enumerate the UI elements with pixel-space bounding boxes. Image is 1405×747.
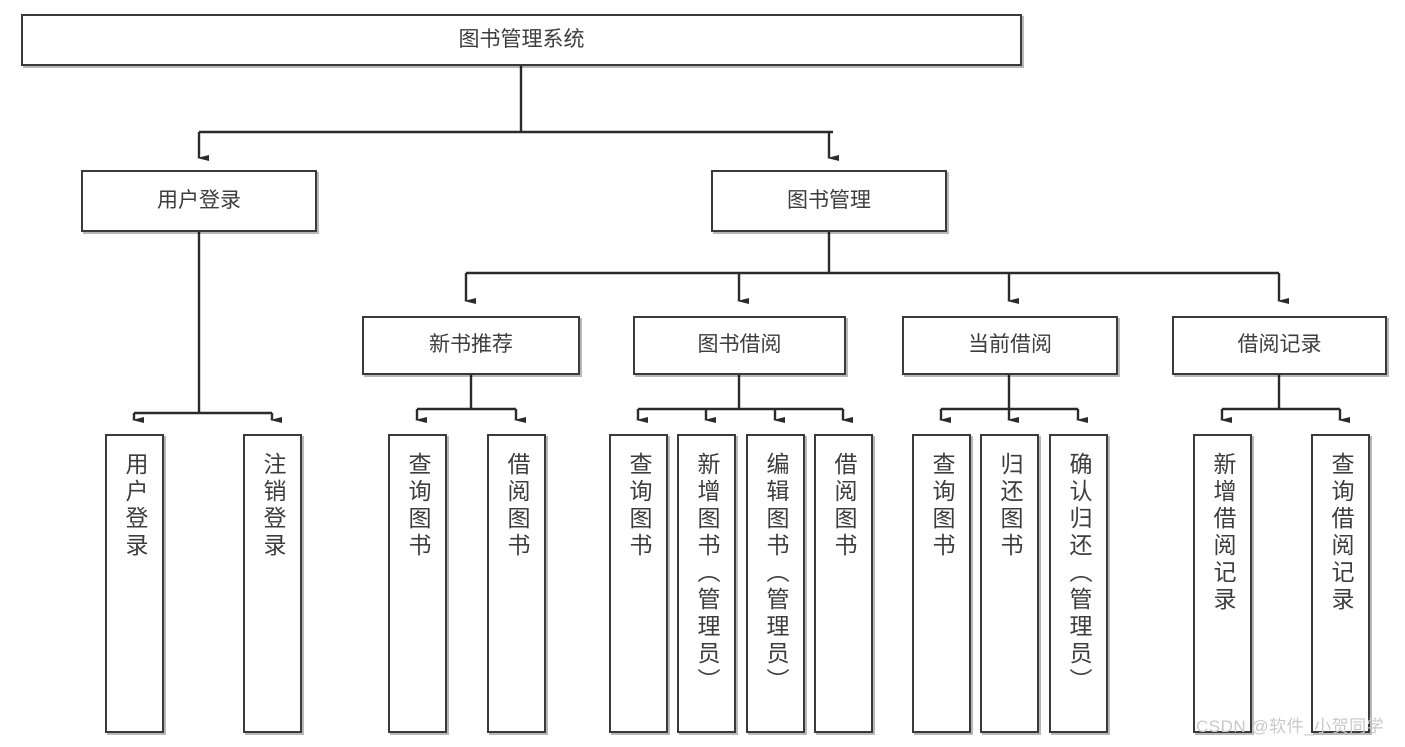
leaf-query-book-2[interactable]: 查询图书 xyxy=(609,434,668,733)
node-current-borrow[interactable]: 当前借阅 xyxy=(902,316,1118,375)
leaf-confirm-return[interactable]: 确认归还（管理员） xyxy=(1049,434,1108,733)
leaf-borrow-book-2[interactable]: 借阅图书 xyxy=(814,434,873,733)
node-root-label: 图书管理系统 xyxy=(458,27,585,51)
leaf-user-login[interactable]: 用户登录 xyxy=(105,434,164,733)
leaf-query-book-2-label: 查询图书 xyxy=(626,452,652,560)
node-new-book-recommend-label: 新书推荐 xyxy=(429,333,513,357)
leaf-borrow-book-2-label: 借阅图书 xyxy=(831,452,857,560)
watermark: CSDN @软件_小贺同学 xyxy=(1196,717,1385,736)
node-book-borrow[interactable]: 图书借阅 xyxy=(633,316,846,375)
leaf-edit-book[interactable]: 编辑图书（管理员） xyxy=(746,434,805,733)
node-book-manage[interactable]: 图书管理 xyxy=(711,170,947,232)
leaf-logout[interactable]: 注销登录 xyxy=(243,434,302,733)
node-borrow-record-label: 借阅记录 xyxy=(1237,333,1322,357)
node-current-borrow-label: 当前借阅 xyxy=(968,333,1052,357)
leaf-query-record[interactable]: 查询借阅记录 xyxy=(1311,434,1370,733)
leaf-query-book-1-label: 查询图书 xyxy=(405,452,431,560)
leaf-query-book-3[interactable]: 查询图书 xyxy=(912,434,971,733)
leaf-add-book[interactable]: 新增图书（管理员） xyxy=(677,434,736,733)
leaf-borrow-book-1[interactable]: 借阅图书 xyxy=(487,434,546,733)
leaf-return-book-label: 归还图书 xyxy=(997,452,1023,560)
leaf-logout-label: 注销登录 xyxy=(260,452,286,560)
leaf-add-book-label: 新增图书（管理员） xyxy=(694,452,720,695)
leaf-query-book-3-label: 查询图书 xyxy=(929,452,955,560)
node-user-login[interactable]: 用户登录 xyxy=(81,170,317,232)
leaf-user-login-label: 用户登录 xyxy=(122,452,148,560)
leaf-return-book[interactable]: 归还图书 xyxy=(980,434,1039,733)
leaf-edit-book-label: 编辑图书（管理员） xyxy=(763,452,789,695)
leaf-add-record-label: 新增借阅记录 xyxy=(1210,452,1236,614)
node-book-manage-label: 图书管理 xyxy=(787,188,871,212)
node-root[interactable]: 图书管理系统 xyxy=(21,14,1022,66)
leaf-query-record-label: 查询借阅记录 xyxy=(1328,452,1354,614)
node-borrow-record[interactable]: 借阅记录 xyxy=(1172,316,1387,375)
node-new-book-recommend[interactable]: 新书推荐 xyxy=(362,316,580,375)
node-user-login-label: 用户登录 xyxy=(157,188,241,212)
leaf-confirm-return-label: 确认归还（管理员） xyxy=(1066,452,1092,695)
leaf-borrow-book-1-label: 借阅图书 xyxy=(504,452,530,560)
leaf-add-record[interactable]: 新增借阅记录 xyxy=(1193,434,1252,733)
leaf-query-book-1[interactable]: 查询图书 xyxy=(388,434,447,733)
node-book-borrow-label: 图书借阅 xyxy=(697,333,782,357)
